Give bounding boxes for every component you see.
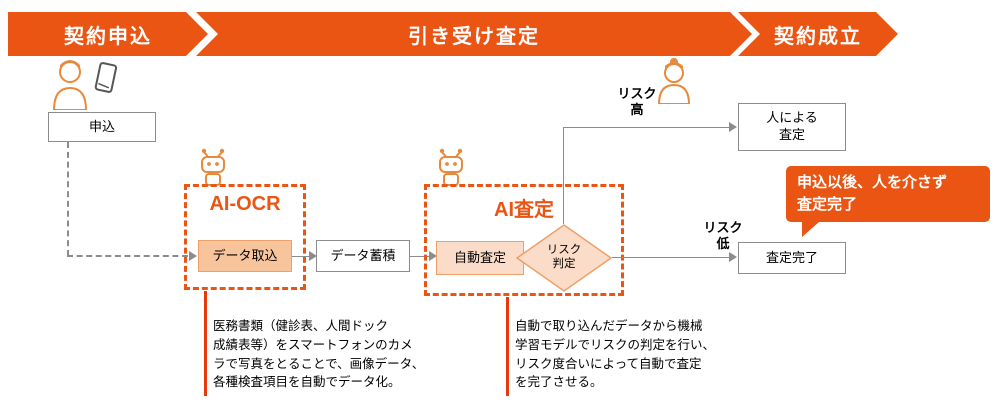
auto-assessment-label: 自動査定 [453, 249, 506, 265]
risk-judgment-diamond [515, 224, 613, 297]
human-assessment-box: 人による 査定 [738, 103, 846, 151]
assessment-complete-label: 査定完了 [765, 249, 818, 265]
connector-risk-high-up [563, 127, 564, 224]
applicant-icon [48, 58, 124, 115]
assessment-note-line [506, 297, 509, 396]
risk-judgment-label: リスク 判定 [546, 244, 582, 270]
connector-risk-high-arrowhead [729, 122, 737, 132]
callout-bubble-tail [802, 222, 819, 237]
application-box: 申込 [48, 112, 156, 142]
data-accumulation-box: データ蓄積 [316, 240, 410, 272]
ai-ocr-title: AI-OCR [209, 193, 281, 215]
assessor-icon [650, 56, 698, 109]
connector-risk-low-arrowhead [729, 252, 737, 262]
connector-import-accum-arrowhead [309, 251, 317, 261]
ai-assessment-frame [424, 184, 624, 296]
data-accumulation-label: データ蓄積 [330, 247, 396, 263]
assessment-note: 自動で取り込んだデータから機械 学習モデルでリスクの判定を行い、 リスク度合いに… [515, 319, 716, 390]
connector-accum-auto-arrowhead [429, 251, 437, 261]
data-import-box: データ取込 [198, 240, 292, 272]
callout-bubble: 申込以後、人を介さず 査定完了 [786, 166, 990, 222]
connector-import-accum [292, 256, 309, 257]
ai-ocr-frame [184, 184, 306, 290]
human-assessment-label: 人による 査定 [766, 110, 818, 142]
assessment-complete-box: 査定完了 [738, 242, 846, 274]
auto-assessment-box: 自動査定 [436, 241, 524, 275]
assessment-robot-icon [432, 144, 470, 191]
ocr-robot-icon [194, 144, 232, 191]
connector-application-right [67, 255, 188, 257]
connector-application-down [67, 142, 69, 256]
ocr-note-line [204, 291, 207, 396]
connector-application-arrowhead [189, 251, 197, 261]
ai-assessment-title: AI査定 [494, 199, 554, 221]
connector-risk-high-right [563, 127, 729, 128]
banner-step1: 契約申込 [8, 12, 208, 56]
banner-step3-label: 契約成立 [774, 25, 862, 48]
ocr-note: 医務書類（健診表、人間ドック 成績表等）をスマートフォンのカメ ラで写真をとるこ… [213, 319, 425, 390]
banner-step2-label: 引き受け査定 [408, 25, 540, 48]
banner-step1-label: 契約申込 [64, 25, 152, 48]
application-label: 申込 [88, 118, 115, 134]
risk-high-label: リスク 高 [617, 86, 657, 118]
connector-accum-auto [410, 256, 429, 257]
connector-risk-low-right [612, 257, 729, 258]
risk-low-label: リスク 低 [703, 220, 743, 252]
data-import-label: データ取込 [212, 247, 278, 263]
banner-step3: 契約成立 [738, 12, 898, 56]
banner-step2: 引き受け査定 [196, 12, 752, 56]
